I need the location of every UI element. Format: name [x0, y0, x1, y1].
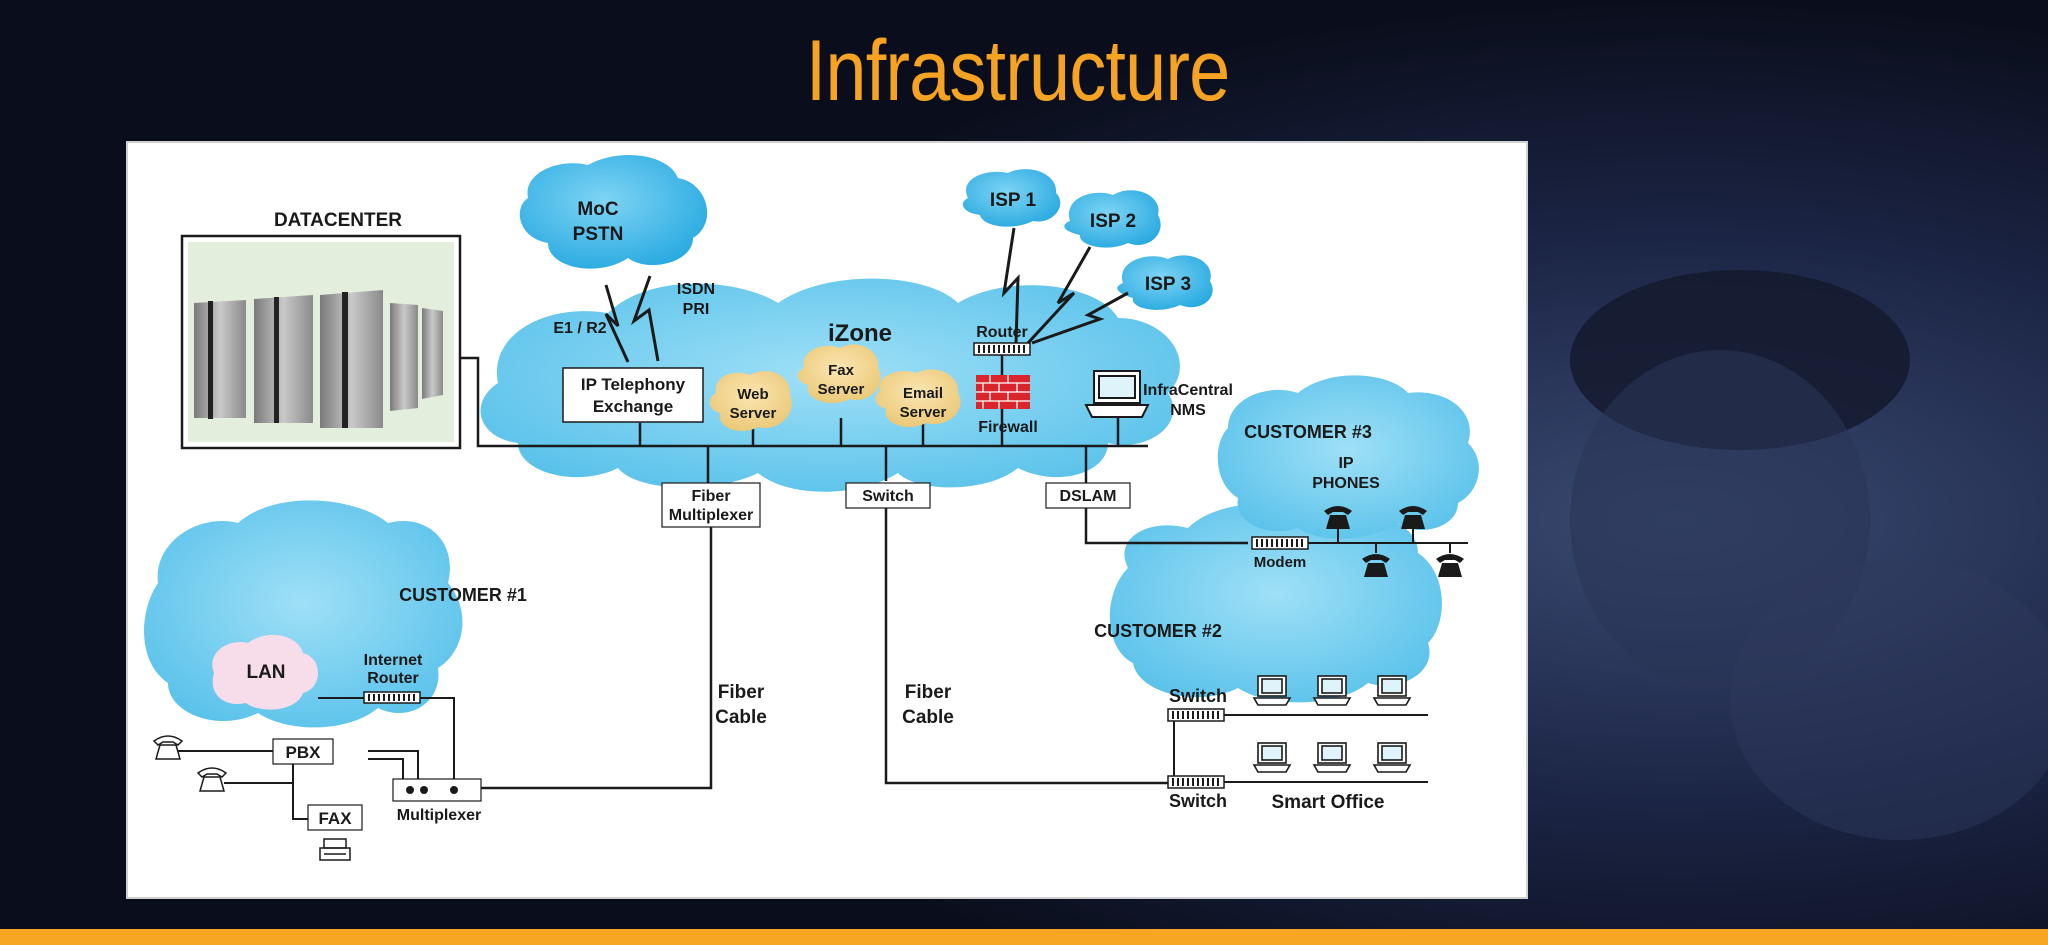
email-server-label-2: Server — [900, 404, 947, 421]
customer3-label: CUSTOMER #3 — [1244, 422, 1372, 442]
router-device — [973, 342, 1031, 356]
nms-label-1: InfraCentral — [1143, 382, 1233, 399]
ip-telephony-label-1: IP Telephony — [581, 375, 686, 394]
multiplexer-label: Multiplexer — [397, 807, 481, 824]
fiber-multiplexer-label-1: Fiber — [691, 488, 730, 505]
diagram-panel: DATACENTER MoC PSTN ISDN PRI — [126, 141, 1528, 899]
switch-bottom-device — [1167, 775, 1225, 789]
ip-phone-lines — [1308, 528, 1468, 553]
fax-machine-icon — [319, 838, 351, 861]
nms-laptop-icon — [1084, 370, 1150, 418]
pstn-links — [604, 275, 660, 363]
isp2-cloud: ISP 2 — [1064, 190, 1161, 248]
e1-r2-label: E1 / R2 — [553, 320, 606, 337]
slide-title: Infrastructure — [805, 23, 1231, 119]
izone-label: iZone — [828, 320, 892, 347]
backbone — [460, 356, 1248, 790]
switch-top-label: Switch — [1169, 686, 1227, 706]
fiber-cable-2-label-2: Cable — [902, 707, 954, 728]
pri-label: PRI — [683, 301, 710, 318]
laptop-icons — [1252, 675, 1412, 773]
datacenter-label: DATACENTER — [274, 210, 402, 231]
isp2-label: ISP 2 — [1090, 211, 1136, 232]
bottom-accent-bar — [0, 929, 2048, 945]
isdn-label: ISDN — [677, 281, 715, 298]
customer1-label: CUSTOMER #1 — [399, 585, 527, 605]
email-server: Email Server — [875, 369, 961, 428]
ip-phones-label-2: PHONES — [1312, 475, 1380, 492]
firewall-icon — [976, 375, 1030, 409]
email-server-label-1: Email — [903, 385, 943, 402]
fax-server: Fax Server — [797, 344, 881, 404]
customer1-lines — [178, 697, 455, 820]
moc-label: MoC — [577, 199, 618, 220]
router-label: Router — [976, 324, 1028, 341]
pbx-box — [272, 738, 334, 765]
isp1-cloud: ISP 1 — [962, 169, 1061, 227]
ip-telephony-label-2: Exchange — [593, 397, 673, 416]
ip-phone-icons — [1324, 506, 1464, 577]
fax-label: FAX — [318, 809, 352, 828]
web-server-label-2: Server — [730, 405, 777, 422]
pstn-label: PSTN — [573, 224, 624, 245]
lan-cloud: LAN — [212, 634, 318, 710]
moc-pstn-cloud: MoC PSTN — [519, 155, 708, 269]
fiber-multiplexer-label-2: Multiplexer — [669, 507, 753, 524]
smart-office-label: Smart Office — [1272, 792, 1385, 813]
fiber-multiplexer-box — [661, 482, 761, 528]
switch-top-device — [1167, 708, 1225, 722]
switch-box — [845, 482, 931, 509]
infrastructure-diagram: DATACENTER MoC PSTN ISDN PRI — [144, 155, 1479, 861]
multiplexer-device — [392, 778, 482, 802]
modem-device — [1251, 536, 1309, 550]
phone-icon-2 — [196, 767, 228, 792]
customer2-lines — [1173, 714, 1428, 783]
internet-router-label-2: Router — [367, 670, 419, 687]
server-racks — [194, 290, 443, 428]
nms-label-2: NMS — [1170, 402, 1206, 419]
switch-label: Switch — [862, 488, 914, 505]
customer2-cloud — [1109, 504, 1442, 703]
dslam-label: DSLAM — [1060, 488, 1117, 505]
fiber-cable-1-label-1: Fiber — [718, 682, 765, 703]
internet-router-device — [363, 691, 421, 704]
customer2-label: CUSTOMER #2 — [1094, 621, 1222, 641]
isp-links — [1001, 227, 1129, 345]
web-server-label-1: Web — [737, 386, 768, 403]
pbx-label: PBX — [286, 743, 322, 762]
fax-server-label-2: Server — [818, 381, 865, 398]
customer3-cloud — [1217, 375, 1479, 539]
fiber-cable-2-label-1: Fiber — [905, 682, 952, 703]
isp3-cloud: ISP 3 — [1117, 255, 1213, 310]
ip-phones-label-1: IP — [1338, 455, 1353, 472]
dslam-box — [1045, 482, 1131, 509]
modem-label: Modem — [1254, 554, 1307, 571]
web-server: Web Server — [709, 371, 792, 432]
lan-label: LAN — [246, 662, 285, 683]
isp1-label: ISP 1 — [990, 190, 1037, 211]
firewall-label: Firewall — [978, 419, 1038, 436]
fiber-cable-1-label-2: Cable — [715, 707, 767, 728]
fax-server-label-1: Fax — [828, 362, 855, 379]
switch-bottom-label: Switch — [1169, 791, 1227, 811]
ip-telephony-box — [562, 367, 704, 423]
phone-icon-1 — [152, 735, 184, 760]
isp3-label: ISP 3 — [1145, 274, 1191, 295]
fax-box — [307, 804, 363, 831]
internet-router-label-1: Internet — [364, 652, 423, 669]
